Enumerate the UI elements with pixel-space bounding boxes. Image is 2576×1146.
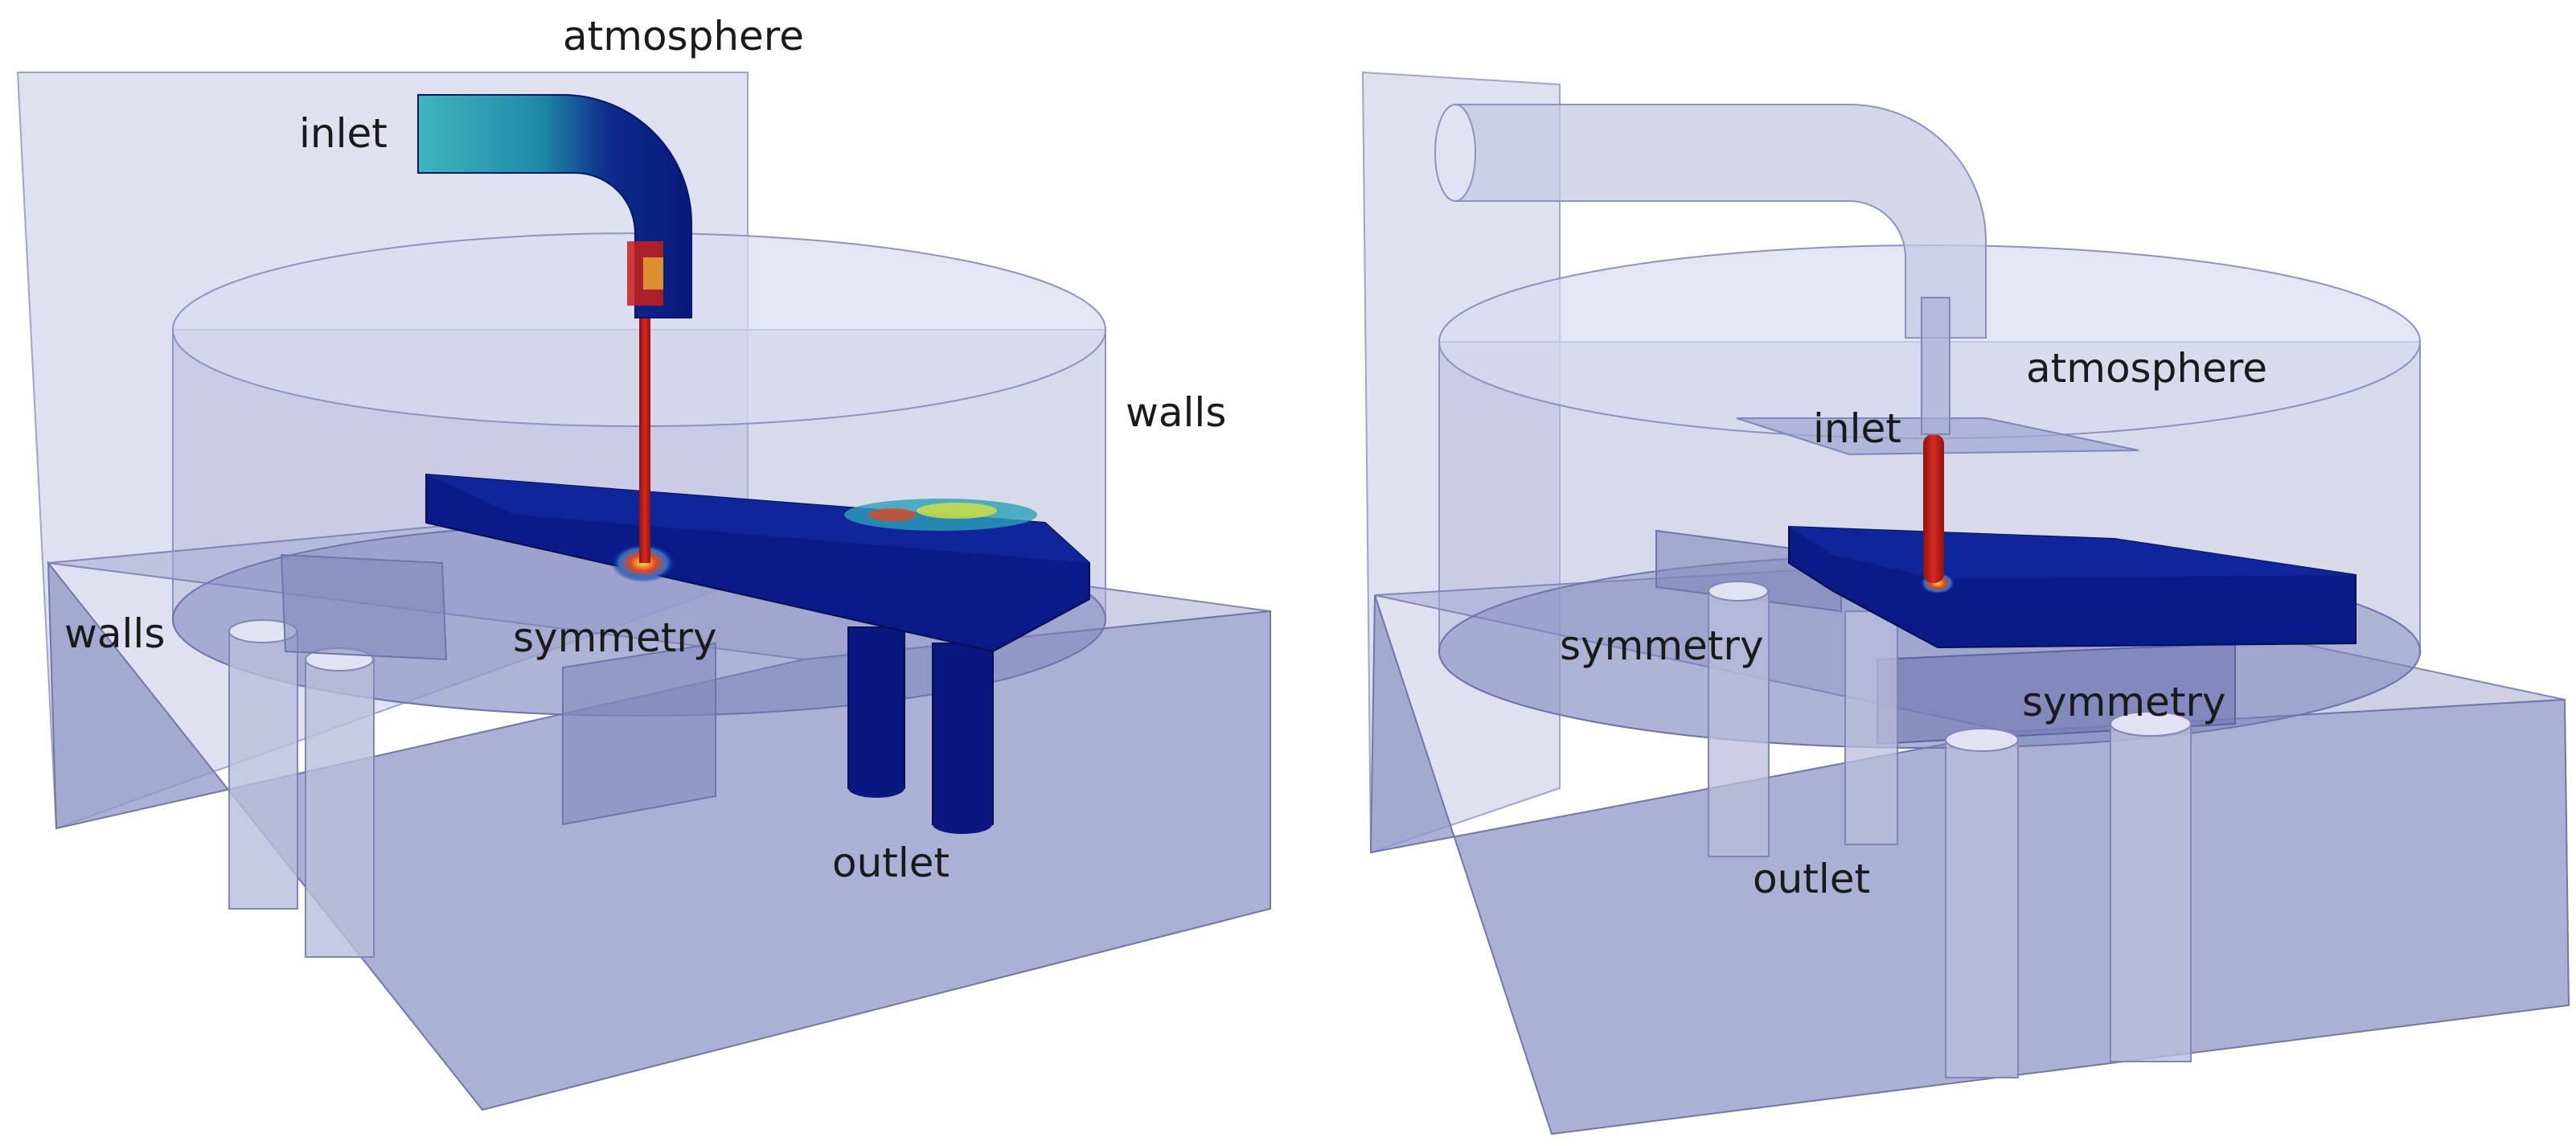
label-walls-right: walls [1126,389,1226,436]
label-outlet: outlet [832,840,950,886]
label-walls-left: walls [64,610,165,657]
label-outlet-right: outlet [1753,856,1870,902]
inner-block [280,553,448,661]
left-pipes [228,619,375,958]
label-inlet: inlet [299,110,388,157]
left-panel: atmosphere inlet walls walls symmetry ou… [16,13,1271,1111]
melt-stream [639,318,650,563]
label-atmosphere-right: atmosphere [2026,345,2267,392]
right-pipes [1708,581,2192,1078]
label-symmetry-right-right: symmetry [2022,679,2226,725]
label-symmetry: symmetry [513,614,717,661]
melt-channel [425,473,1090,653]
melt-stream-right [1923,434,1944,583]
pipe-bend-right [1454,104,1987,339]
symmetry-plate [562,642,716,826]
label-atmosphere: atmosphere [563,13,804,60]
inlet-spout [417,94,692,318]
melt-outlet-pipes [847,626,994,834]
label-symmetry-left-right: symmetry [1560,622,1764,669]
right-panel: atmosphere inlet symmetry symmetry outle… [1361,71,2570,1136]
label-inlet-right: inlet [1813,405,1901,452]
